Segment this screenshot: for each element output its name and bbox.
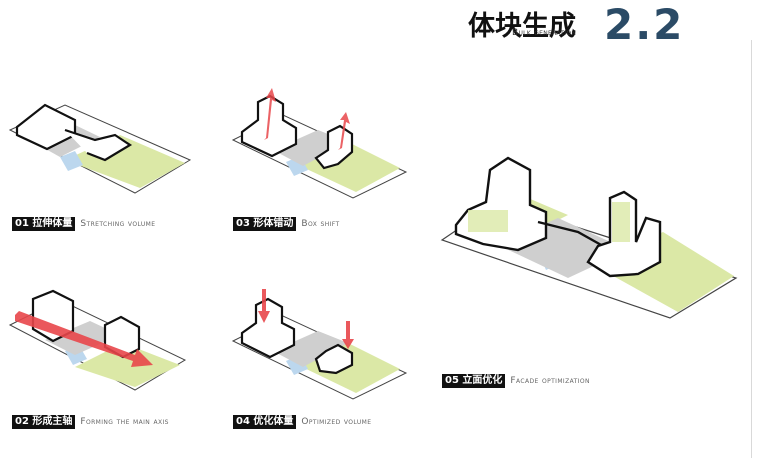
step-label: 04 优化体量 bbox=[233, 415, 297, 429]
push-arrow-east bbox=[342, 321, 354, 349]
main-axis-arrow bbox=[15, 311, 153, 367]
volume-shadow bbox=[35, 125, 100, 157]
volume-shadow bbox=[273, 331, 348, 367]
step-label: 02 形成主轴 bbox=[12, 415, 76, 429]
page-title: 体块生成 bbox=[468, 11, 576, 42]
step-label: 03 形体错动 bbox=[233, 217, 297, 231]
step-subtitle: Forming the main axis bbox=[80, 417, 169, 427]
facade-panel bbox=[468, 210, 508, 232]
step-caption-01: 01 拉伸体量 Stretching volume bbox=[12, 217, 155, 231]
connector-volume bbox=[64, 128, 133, 162]
diagram-facade-optimization bbox=[440, 156, 738, 319]
optimized-volume-west bbox=[240, 297, 296, 359]
step-caption-05: 05 立面优化 Facade optimization bbox=[442, 374, 590, 388]
water-strip bbox=[60, 151, 83, 171]
page-header: 体块生成 Bulk generation 2.2 bbox=[468, 0, 736, 49]
step-caption-02: 02 形成主轴 Forming the main axis bbox=[12, 415, 169, 429]
step-label: 05 立面优化 bbox=[442, 374, 506, 388]
step-subtitle: Box shift bbox=[301, 219, 340, 229]
step-label: 01 拉伸体量 bbox=[12, 217, 76, 231]
step-caption-03: 03 形体错动 Box shift bbox=[233, 217, 340, 231]
diagram-stretching-volume bbox=[8, 103, 192, 194]
step-subtitle: Optimized volume bbox=[301, 417, 372, 427]
green-space bbox=[75, 343, 180, 387]
connector-bridge bbox=[537, 220, 604, 248]
step-subtitle: Facade optimization bbox=[510, 376, 590, 386]
page-border-line bbox=[751, 40, 752, 458]
page-subtitle: Bulk generation bbox=[512, 28, 577, 38]
shift-arrow-east bbox=[338, 112, 350, 150]
shift-arrow-west bbox=[264, 88, 276, 140]
diagram-main-axis bbox=[8, 289, 187, 391]
step-subtitle: Stretching volume bbox=[80, 219, 156, 229]
step-caption-04: 04 优化体量 Optimized volume bbox=[233, 415, 371, 429]
diagram-box-shift bbox=[231, 88, 408, 199]
facade-panel bbox=[612, 202, 630, 242]
optimized-volume-east bbox=[314, 343, 354, 375]
push-arrow-west bbox=[258, 289, 270, 323]
diagram-optimized-volume bbox=[231, 289, 408, 400]
section-number: 2.2 bbox=[604, 0, 685, 49]
